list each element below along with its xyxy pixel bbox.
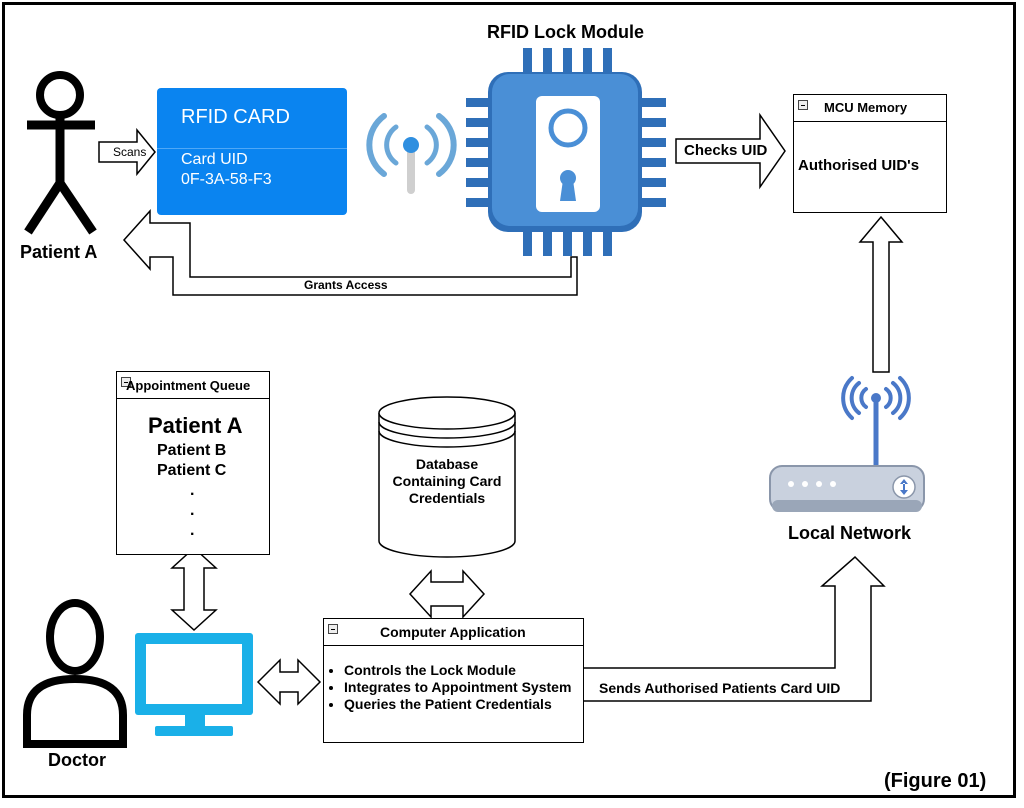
computer-application-title: Computer Application xyxy=(380,624,526,640)
application-feature: Queries the Patient Credentials xyxy=(344,696,571,713)
queue-item: Patient B xyxy=(157,442,227,459)
database-label-line1: Database xyxy=(415,456,479,472)
doctor-label: Doctor xyxy=(48,750,106,770)
scans-arrow xyxy=(98,127,156,177)
card-uid-value: 0F-3A-58-F3 xyxy=(181,171,272,188)
appointment-queue-header: Appointment Queue xyxy=(117,372,269,399)
mcu-memory-title: MCU Memory xyxy=(824,100,908,115)
doctor-icon xyxy=(23,599,127,748)
computer-monitor-icon xyxy=(135,633,253,736)
collapse-icon xyxy=(328,624,338,634)
queue-ellipsis: . xyxy=(190,482,195,499)
patient-label: Patient A xyxy=(20,242,98,262)
collapse-icon xyxy=(798,100,808,110)
computer-application-header: Computer Application xyxy=(324,619,583,646)
application-feature-list: Controls the Lock Module Integrates to A… xyxy=(324,662,571,713)
mcu-memory-box: MCU Memory Authorised UID's xyxy=(793,94,947,213)
router-to-mcu-arrow xyxy=(858,215,904,373)
card-uid-label: Card UID xyxy=(181,151,248,168)
sends-uid-arrow xyxy=(582,555,886,702)
appointment-queue-title: Appointment Queue xyxy=(126,378,251,393)
database-app-arrow xyxy=(408,569,486,619)
mcu-memory-content: Authorised UID's xyxy=(798,157,920,174)
application-feature: Integrates to Appointment System xyxy=(344,679,571,696)
patient-stick-figure-icon xyxy=(24,71,97,235)
scans-label: Scans xyxy=(113,145,147,159)
sends-uid-label: Sends Authorised Patients Card UID xyxy=(599,680,841,696)
lock-module-title: RFID Lock Module xyxy=(487,22,644,42)
wireless-signal-icon xyxy=(366,113,457,194)
queue-ellipsis: . xyxy=(190,522,195,539)
queue-item: Patient A xyxy=(148,413,243,438)
rfid-card: RFID CARD Card UID 0F-3A-58-F3 xyxy=(157,88,347,215)
diagram-frame xyxy=(2,2,1016,798)
router-signal-icon xyxy=(841,376,911,420)
database-cylinder-icon xyxy=(378,396,516,558)
appointment-queue-box: Appointment Queue Patient A Patient B Pa… xyxy=(116,371,270,555)
queue-item: Patient C xyxy=(157,462,227,479)
grants-access-label: Grants Access xyxy=(304,278,388,292)
collapse-icon xyxy=(121,377,131,387)
application-feature: Controls the Lock Module xyxy=(344,662,571,679)
figure-label: (Figure 01) xyxy=(884,770,987,792)
card-divider xyxy=(157,148,347,149)
mcu-memory-header: MCU Memory xyxy=(794,95,946,122)
rfid-chip-icon xyxy=(466,48,666,256)
monitor-app-arrow xyxy=(256,658,322,706)
checks-uid-label: Checks UID xyxy=(684,142,768,159)
queue-ellipsis: . xyxy=(190,502,195,519)
database-label-line3: Credentials xyxy=(408,490,486,506)
grants-access-arrow xyxy=(122,209,578,296)
local-network-label: Local Network xyxy=(788,523,912,543)
router-icon xyxy=(769,465,925,512)
computer-application-box: Computer Application Controls the Lock M… xyxy=(323,618,584,743)
checks-uid-arrow xyxy=(675,112,786,190)
card-title: RFID CARD xyxy=(181,106,290,128)
database-label-line2: Containing Card xyxy=(392,473,502,489)
queue-monitor-arrow xyxy=(170,546,218,632)
